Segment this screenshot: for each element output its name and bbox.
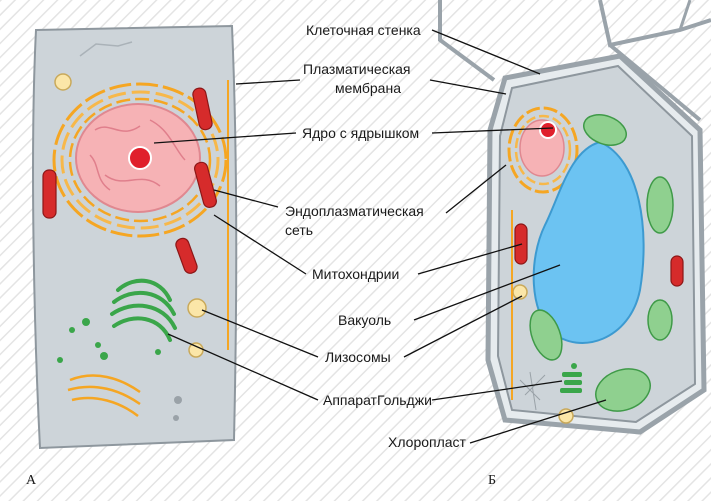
label-cell-wall: Клеточная стенка <box>306 22 421 38</box>
label-er: Эндоплазматическая <box>285 203 424 219</box>
label-plasma-membrane-2: мембрана <box>335 80 401 96</box>
plant-chloroplast <box>647 177 673 233</box>
label-er-2: сеть <box>285 222 313 238</box>
animal-nucleolus <box>129 147 151 169</box>
animal-lysosome <box>189 343 203 357</box>
animal-lysosome <box>188 299 206 317</box>
panel-label-plant: Б <box>488 473 496 488</box>
panel-label-animal: А <box>26 473 37 488</box>
animal-cell <box>33 26 236 448</box>
animal-mitochondrion <box>43 170 56 218</box>
label-nucleus: Ядро с ядрышком <box>302 125 419 141</box>
plant-nucleolus <box>540 122 556 138</box>
label-golgi: АппаратГольджи <box>323 392 432 408</box>
label-chloroplast: Хлоропласт <box>388 434 467 450</box>
plant-mitochondrion <box>671 256 683 286</box>
label-vacuole: Вакуоль <box>338 312 391 328</box>
label-plasma-membrane: Плазматическая <box>303 61 411 77</box>
plant-chloroplast <box>648 300 672 340</box>
animal-lysosome <box>55 74 71 90</box>
label-mitochondria: Митохондрии <box>312 266 399 282</box>
label-lysosomes: Лизосомы <box>325 349 391 365</box>
